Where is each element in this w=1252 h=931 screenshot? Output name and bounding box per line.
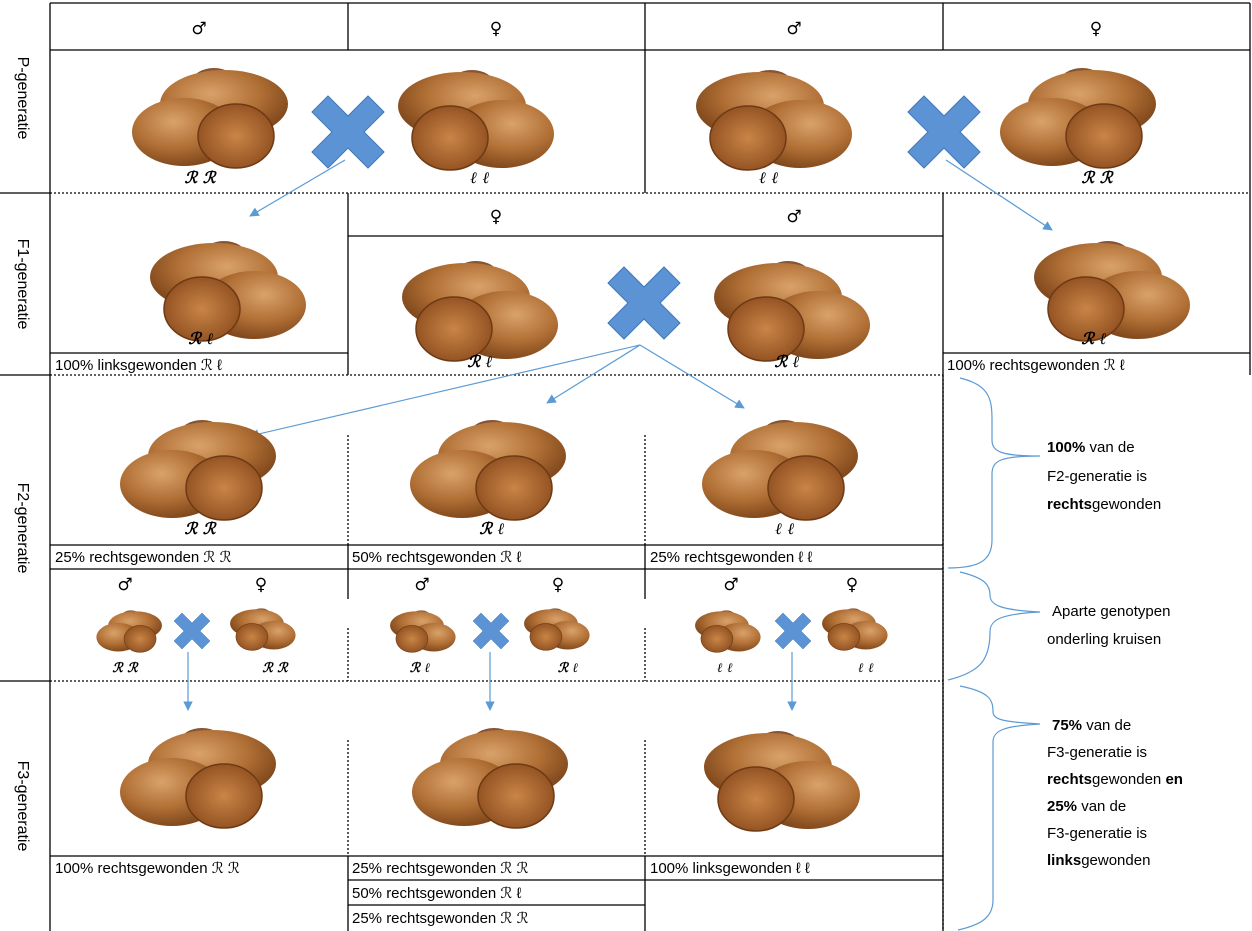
snail-shell-image — [695, 69, 853, 171]
row-label-f3: F3-generatie — [14, 761, 31, 852]
genotype-label: ℛ ℓ — [188, 329, 213, 348]
f3-note-text: gewonden — [1081, 852, 1150, 869]
f2-note-line2: F2-generatie is — [1047, 468, 1147, 485]
snail-shell-image — [229, 608, 296, 651]
f3-result: 100% rechtsgewonden ℛ ℛ — [55, 860, 240, 877]
genotype-label: ℛ ℛ — [184, 168, 217, 187]
f3-note-text: gewonden — [1092, 771, 1165, 788]
female-symbol: ♀ — [255, 575, 267, 595]
genotype-label: ℓ ℓ — [858, 661, 874, 676]
f3-note-bold: links — [1047, 852, 1081, 869]
f1-right-result: 100% rechtsgewonden ℛ ℓ — [947, 357, 1125, 374]
f3-note-line2: F3-generatie is — [1047, 744, 1147, 761]
genotype-label: ℛ ℛ — [184, 519, 217, 538]
f3-note-line1: 75% van de — [1052, 717, 1131, 734]
f2-note-line3: rechtsgewonden — [1047, 496, 1161, 513]
f2-result: 25% rechtsgewonden ℛ ℛ — [55, 549, 232, 566]
female-symbol: ♀ — [490, 19, 502, 39]
female-symbol: ♀ — [846, 575, 858, 595]
snail-shell-image — [397, 69, 555, 171]
female-symbol: ♀ — [552, 575, 564, 595]
cross-icon — [774, 612, 812, 650]
cross-note-line2: onderling kruisen — [1047, 631, 1161, 648]
genotype-label: ℛ ℓ — [479, 519, 504, 538]
genotype-label: ℛ ℛ — [1081, 168, 1114, 187]
snail-shell-image — [149, 240, 307, 342]
f3-result: 25% rechtsgewonden ℛ ℛ — [352, 910, 529, 927]
f3-result: 100% linksgewonden ℓ ℓ — [650, 860, 810, 877]
arrows — [183, 159, 1053, 711]
genotype-label: ℛ ℓ — [1081, 329, 1106, 348]
male-symbol: ♂ — [191, 19, 206, 39]
f3-note-pct: 25% — [1047, 798, 1077, 815]
male-symbol: ♂ — [117, 575, 132, 595]
snail-shell-image — [694, 610, 761, 653]
snail-shell-image — [119, 727, 277, 829]
f3-note-bold: rechts — [1047, 771, 1092, 788]
genotype-label: ℛ ℓ — [558, 661, 578, 676]
snail-shell-image — [411, 727, 569, 829]
snail-shell-image — [821, 608, 888, 651]
female-symbol: ♀ — [490, 207, 502, 227]
f3-note-line6: linksgewonden — [1047, 852, 1150, 869]
snail-shell-image — [401, 260, 559, 362]
snail-shell-image — [701, 419, 859, 521]
female-symbol: ♀ — [1090, 19, 1102, 39]
f3-note-line3: rechtsgewonden en — [1047, 771, 1183, 788]
f2-result: 25% rechtsgewonden ℓ ℓ — [650, 549, 812, 566]
f3-note-text: van de — [1082, 717, 1131, 734]
snail-shell-image — [703, 730, 861, 832]
f3-result: 25% rechtsgewonden ℛ ℛ — [352, 860, 529, 877]
snail-shell-image — [999, 67, 1157, 169]
f3-note-line4: 25% van de — [1047, 798, 1126, 815]
f3-note-line5: F3-generatie is — [1047, 825, 1147, 842]
f2-note-line1: 100% van de — [1047, 439, 1135, 456]
genotype-label: ℓ ℓ — [717, 661, 733, 676]
genotype-label: ℓ ℓ — [774, 519, 794, 538]
f1-left-result: 100% linksgewonden ℛ ℓ — [55, 357, 222, 374]
snail-shell-image — [96, 610, 163, 653]
brace-lines — [947, 377, 1041, 931]
f3-result: 50% rechtsgewonden ℛ ℓ — [352, 885, 522, 902]
genotype-label: ℓ ℓ — [469, 168, 489, 187]
f2-note-pct: 100% — [1047, 439, 1085, 456]
genotype-label: ℛ ℓ — [774, 352, 799, 371]
snail-shell-image — [713, 260, 871, 362]
snail-shell-image — [389, 610, 456, 653]
f2-note-text: gewonden — [1092, 496, 1161, 513]
f3-note-bold: en — [1165, 771, 1183, 788]
snail-shell-image — [119, 419, 277, 521]
snail-shell-image — [409, 419, 567, 521]
genotype-label: ℓ ℓ — [758, 168, 778, 187]
cross-icon — [311, 95, 385, 169]
genotype-label: ℛ ℛ — [262, 661, 289, 676]
f2-note-text: van de — [1085, 439, 1134, 456]
cross-icon — [907, 95, 981, 169]
f2-result: 50% rechtsgewonden ℛ ℓ — [352, 549, 522, 566]
cross-icon — [607, 266, 681, 340]
row-label-f1: F1-generatie — [14, 239, 31, 330]
genotype-label: ℛ ℓ — [467, 352, 492, 371]
row-label-p: P-generatie — [14, 57, 31, 140]
snail-shell-image — [1033, 240, 1191, 342]
genotype-label: ℛ ℛ — [112, 661, 139, 676]
cross-icon — [173, 612, 211, 650]
male-symbol: ♂ — [786, 19, 801, 39]
male-symbol: ♂ — [723, 575, 738, 595]
f3-note-pct: 75% — [1052, 717, 1082, 734]
male-symbol: ♂ — [414, 575, 429, 595]
f2-note-bold: rechts — [1047, 496, 1092, 513]
row-label-f2: F2-generatie — [14, 483, 31, 574]
cross-note-line1: Aparte genotypen — [1052, 603, 1170, 620]
snail-shell-image — [131, 67, 289, 169]
genotype-label: ℛ ℓ — [410, 661, 430, 676]
snail-shell-image — [523, 608, 590, 651]
dotted-lines — [50, 192, 1250, 931]
cross-icon — [472, 612, 510, 650]
male-symbol: ♂ — [786, 207, 801, 227]
f3-note-text: van de — [1077, 798, 1126, 815]
